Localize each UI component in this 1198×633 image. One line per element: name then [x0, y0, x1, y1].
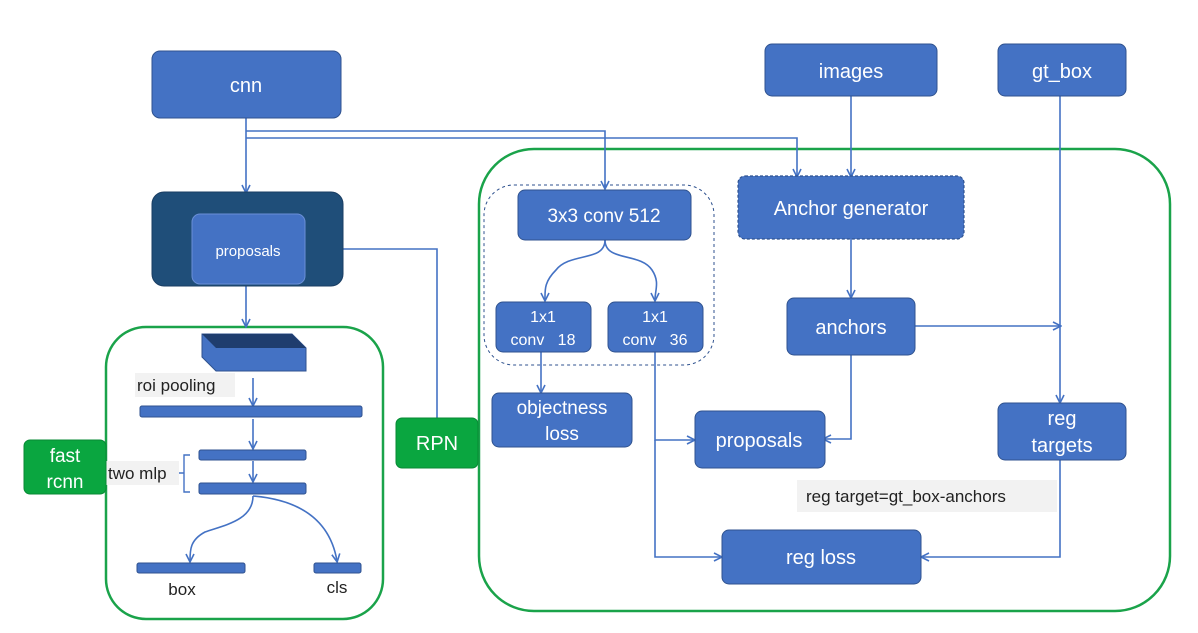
rpn-tag-label: RPN [416, 433, 458, 455]
roi-feature-slab-top [202, 334, 306, 348]
objectness-loss-line2: loss [545, 424, 579, 445]
proposals-left-label: proposals [215, 243, 280, 260]
arrow-mlp2-to-cls [252, 495, 337, 561]
reg-loss-box [721, 529, 922, 585]
proposals-right-box [694, 410, 826, 469]
reg-targets-line2: targets [1031, 435, 1092, 457]
box-output-bar [136, 562, 246, 574]
fast-rcnn-tag-line2: rcnn [47, 472, 84, 493]
reg-target-formula: reg target=gt_box-anchors [806, 487, 1006, 506]
mlp-bar-2 [198, 482, 307, 495]
anchor-generator-box [737, 175, 965, 240]
mlp-bar-1 [198, 449, 307, 461]
conv1x1-18-box [495, 301, 592, 353]
conv1x1-18-line2: conv 18 [511, 332, 576, 349]
anchor-generator-label: Anchor generator [774, 198, 929, 220]
box-output-label: box [168, 580, 196, 599]
roi-pooling-label: roi pooling [137, 376, 215, 395]
rpn-tag [395, 417, 479, 469]
conv1x1-36-line1: 1x1 [642, 309, 668, 326]
reg-loss-label: reg loss [786, 547, 856, 569]
arrow-mlp2-to-box [190, 495, 254, 561]
arrow-conv36-to-regloss [654, 440, 721, 557]
fast-rcnn-tag [23, 439, 107, 495]
images-label: images [819, 61, 883, 83]
reg-target-formula-bg [797, 480, 1057, 512]
arrow-rpn-to-proposals [307, 249, 438, 418]
arrow-cnn-to-anchor-gen [246, 137, 797, 176]
arrow-anchors-to-proposals [824, 355, 852, 439]
conv1x1-36-box [607, 301, 704, 353]
roi-pooling-label-bg [135, 373, 235, 397]
objectness-loss-box [491, 392, 633, 448]
cls-output-bar [313, 562, 362, 574]
cnn-label: cnn [230, 75, 262, 97]
rpn-head-dashed-group [483, 184, 715, 366]
gt-box-box [997, 43, 1127, 97]
conv1x1-36-line2: conv 36 [623, 332, 688, 349]
rpn-group [477, 147, 1172, 613]
arrow-cnn-to-conv3x3 [246, 130, 605, 188]
two-mlp-bracket [179, 454, 190, 493]
anchors-box [786, 297, 916, 356]
images-box [764, 43, 938, 97]
arrow-conv3x3-to-conv36 [604, 239, 657, 300]
objectness-loss-line1: objectness [517, 398, 608, 419]
proposals-left-box [191, 213, 306, 285]
arrow-conv3x3-to-conv18 [545, 239, 606, 300]
two-mlp-label-bg [106, 461, 179, 485]
anchors-label: anchors [815, 317, 886, 339]
gt-box-label: gt_box [1032, 61, 1092, 83]
cnn-box [151, 50, 342, 119]
fast-rcnn-tag-line1: fast [50, 446, 81, 467]
conv3x3-label: 3x3 conv 512 [547, 206, 660, 227]
cls-output-label: cls [327, 578, 348, 597]
fc-bar-1 [139, 405, 363, 418]
conv3x3-box [517, 189, 692, 241]
arrow-regtargets-to-regloss [922, 460, 1061, 557]
two-mlp-label: two mlp [108, 464, 167, 483]
proposals-right-label: proposals [716, 430, 803, 452]
reg-targets-line1: reg [1048, 408, 1077, 430]
reg-targets-box [997, 402, 1127, 461]
conv1x1-18-line1: 1x1 [530, 309, 556, 326]
